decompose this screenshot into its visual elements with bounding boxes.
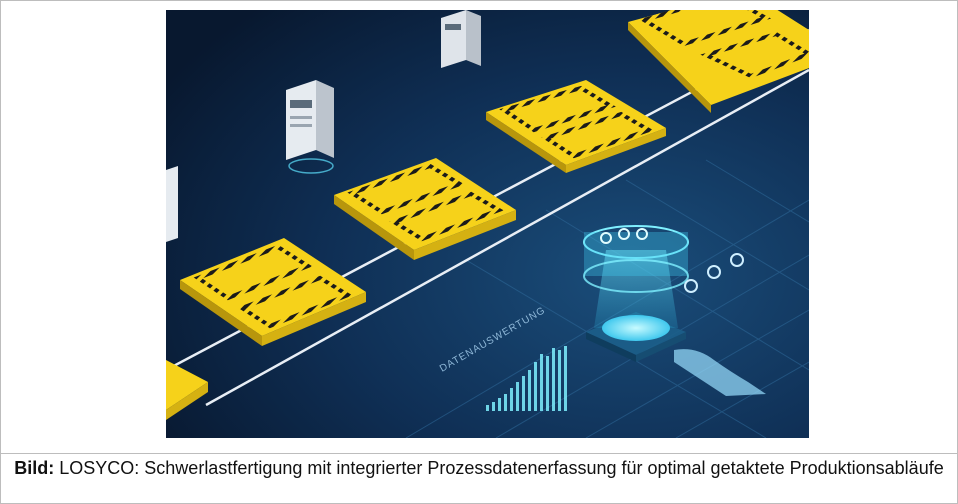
bar-chart-hologram: [486, 346, 567, 411]
hologram-projector-icon: [583, 225, 689, 362]
gauge-icons: [684, 253, 744, 293]
production-line-illustration: DATENAUSWERTUNG: [166, 10, 809, 438]
transport-platform: [334, 158, 516, 260]
figure-image-cell: DATENAUSWERTUNG: [1, 1, 957, 454]
server-cabinet-icon: [441, 10, 481, 68]
transport-platform: [486, 80, 666, 173]
server-cabinet-icon: [286, 80, 334, 174]
caption-lead: Bild:: [14, 458, 55, 478]
server-cabinet-icon: [166, 166, 178, 242]
transport-platform: [166, 360, 208, 420]
area-chart-hologram: [674, 349, 766, 396]
figure-caption: Bild: LOSYCO: Schwerlastfertigung mit in…: [1, 454, 957, 503]
transport-platform: [180, 238, 366, 346]
caption-text: LOSYCO: Schwerlastfertigung mit integrie…: [54, 458, 944, 478]
transport-platform: [628, 10, 809, 113]
